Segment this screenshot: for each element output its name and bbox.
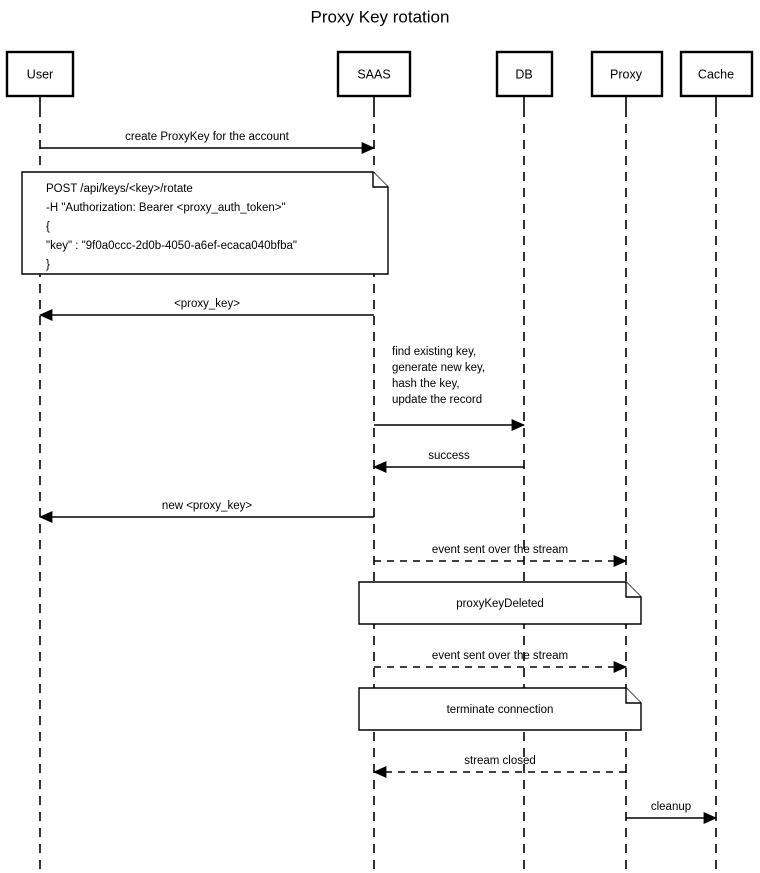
participant-label-user: User bbox=[27, 67, 53, 81]
participant-db[interactable]: DB bbox=[495, 50, 554, 98]
note-body-note-request bbox=[21, 171, 389, 275]
participant-box-saas[interactable] bbox=[336, 50, 412, 98]
message-m4[interactable]: success bbox=[372, 450, 524, 473]
note-line: -H "Authorization: Bearer <proxy_auth_to… bbox=[46, 202, 286, 214]
participants-layer: User SAAS DB Proxy Cache bbox=[5, 50, 754, 98]
messages-layer: create ProxyKey for the account <proxy_ke… bbox=[38, 131, 718, 824]
message-m8[interactable]: stream closed bbox=[372, 755, 626, 778]
message-m7[interactable]: event sent over the stream bbox=[374, 650, 628, 673]
annotation-line: generate new key, bbox=[392, 362, 485, 374]
note-body-note-proxy-key-deleted bbox=[358, 581, 642, 625]
note-line: POST /api/keys/<key>/rotate bbox=[46, 183, 193, 195]
participant-cache[interactable]: Cache bbox=[679, 50, 754, 98]
note-line: terminate connection bbox=[447, 704, 554, 716]
note-line: "key" : "9f0a0ccc-2d0b-4050-a6ef-ecaca04… bbox=[46, 240, 297, 252]
message-m6[interactable]: event sent over the stream bbox=[374, 544, 628, 567]
participant-label-db: DB bbox=[515, 67, 532, 81]
participant-box-user[interactable] bbox=[5, 50, 75, 98]
participant-box-proxy[interactable] bbox=[590, 50, 664, 98]
message-label-m7: event sent over the stream bbox=[432, 650, 568, 662]
note-body-note-terminate-connection bbox=[358, 687, 642, 731]
message-m2[interactable]: <proxy_key> bbox=[38, 298, 374, 321]
message-m5[interactable]: new <proxy_key> bbox=[38, 500, 374, 523]
notes-layer: POST /api/keys/<key>/rotate -H "Authoriza… bbox=[21, 171, 642, 731]
message-label-m9: cleanup bbox=[651, 801, 691, 813]
annotation-line: update the record bbox=[392, 394, 482, 406]
note-line: { bbox=[46, 221, 50, 233]
note-note-request: POST /api/keys/<key>/rotate -H "Authoriza… bbox=[21, 171, 389, 275]
message-m1[interactable]: create ProxyKey for the account bbox=[40, 131, 376, 154]
participant-label-saas: SAAS bbox=[357, 67, 390, 81]
participant-label-proxy: Proxy bbox=[610, 67, 643, 81]
note-fold-corner-icon bbox=[372, 172, 388, 188]
participant-box-db[interactable] bbox=[495, 50, 554, 98]
participant-saas[interactable]: SAAS bbox=[336, 50, 412, 98]
note-fold-corner-icon bbox=[625, 582, 641, 598]
message-label-m5: new <proxy_key> bbox=[162, 500, 252, 512]
message-label-m4: success bbox=[428, 450, 470, 462]
participant-user[interactable]: User bbox=[5, 50, 75, 98]
annotation-line: find existing key, bbox=[392, 346, 476, 358]
participant-proxy[interactable]: Proxy bbox=[590, 50, 664, 98]
page-title: Proxy Key rotation bbox=[311, 7, 450, 26]
note-line: } bbox=[46, 259, 50, 271]
note-note-proxy-key-deleted: proxyKeyDeleted bbox=[358, 581, 642, 625]
message-label-m6: event sent over the stream bbox=[432, 544, 568, 556]
note-note-terminate-connection: terminate connection bbox=[358, 687, 642, 731]
note-fold-corner-icon bbox=[625, 688, 641, 704]
annotation-line: hash the key, bbox=[392, 378, 460, 390]
message-label-m8: stream closed bbox=[464, 755, 536, 767]
message-m9[interactable]: cleanup bbox=[626, 801, 718, 824]
message-label-m2: <proxy_key> bbox=[174, 298, 240, 310]
note-line: proxyKeyDeleted bbox=[456, 598, 544, 610]
message-label-m1: create ProxyKey for the account bbox=[125, 131, 289, 143]
participant-box-cache[interactable] bbox=[679, 50, 754, 98]
annotations-layer: find existing key, generate new key, hash … bbox=[392, 346, 485, 406]
annotation-self-action-saas: find existing key, generate new key, hash … bbox=[392, 346, 485, 406]
participant-label-cache: Cache bbox=[698, 67, 734, 81]
lifelines-layer bbox=[39, 96, 717, 873]
